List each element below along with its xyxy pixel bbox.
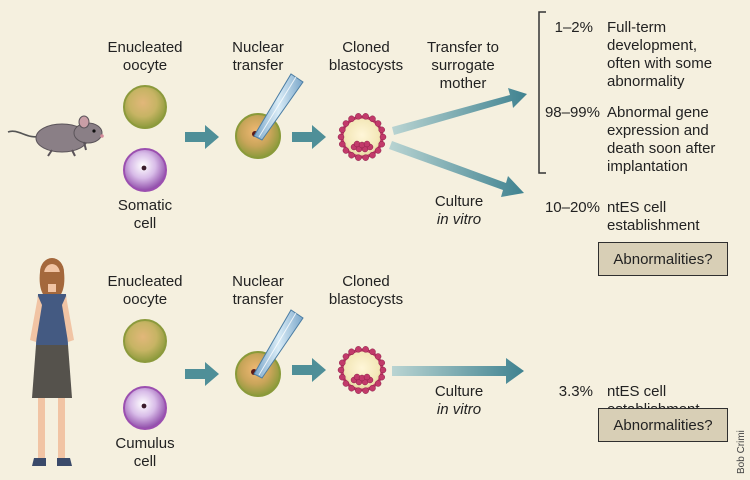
bottom-arrow-to-culture (392, 358, 524, 384)
bottom-abnormalities-box: Abnormalities? (598, 408, 728, 442)
top-arrow-transfer-to-blastocyst (292, 125, 326, 149)
top-abnormalities-box: Abnormalities? (598, 242, 728, 276)
outcome-bracket (538, 11, 546, 174)
blastocyst-cell-dot (374, 147, 382, 154)
blastocyst-cell-dot (348, 151, 355, 159)
blastocyst-cell-dot (348, 348, 355, 356)
top-pipette-icon (253, 73, 304, 141)
blastocyst-cell-dot (374, 120, 382, 127)
blastocyst-cell-dot (379, 366, 387, 374)
artist-credit: Bob Crimi (736, 430, 747, 474)
blastocyst-cell-dot (378, 126, 385, 134)
blastocyst-cell-dot (378, 373, 385, 381)
bottom-blastocyst (337, 346, 387, 394)
top-arrow-to-culture (389, 141, 524, 197)
blastocyst-cell-dot (369, 115, 376, 123)
bottom-culture-text: Culture (434, 383, 484, 400)
blastocyst-cell-dot (362, 346, 369, 353)
blastocyst-cell-dot (374, 380, 382, 387)
blastocyst-cell-dot (342, 147, 350, 154)
woman-icon (30, 258, 74, 466)
blastocyst-cell-dot (378, 140, 385, 148)
blastocyst-cell-dot (348, 384, 355, 392)
blastocyst-cell-dot (342, 120, 350, 127)
blastocyst-cell-dot (339, 140, 346, 148)
blastocyst-cell-dot (369, 151, 376, 159)
blastocyst-cell-dot (369, 384, 376, 392)
blastocyst-cell-dot (339, 373, 346, 381)
blastocyst-cell-dot (337, 366, 345, 374)
blastocyst-cell-dot (362, 387, 369, 394)
blastocyst-cell-dot (374, 353, 382, 360)
blastocyst-cell-dot (378, 359, 385, 367)
top-somatic-cell (123, 148, 167, 192)
blastocyst-cell-dot (339, 126, 346, 134)
blastocyst-cell-dot (339, 359, 346, 367)
blastocyst-cell-dot (369, 348, 376, 356)
blastocyst-cell-dot (355, 346, 362, 353)
blastocyst-cell-dot (379, 133, 387, 141)
bottom-enucleated-oocyte (123, 319, 167, 363)
blastocyst-cell-dot (362, 113, 369, 120)
bottom-cumulus-cell (123, 386, 167, 430)
outcome-pct-ntes-bottom: 3.3% (558, 383, 593, 400)
top-arrow-oocyte-to-transfer (185, 125, 219, 149)
top-enucleated-oocyte (123, 85, 167, 129)
blastocyst-cell-dot (355, 113, 362, 120)
mouse-icon (7, 115, 104, 157)
inner-cell-mass-dot (363, 140, 371, 148)
bottom-pipette-icon (253, 309, 304, 379)
top-arrow-to-surrogate (392, 88, 527, 135)
bottom-arrow-transfer-to-blastocyst (292, 358, 326, 382)
top-blastocyst (337, 113, 387, 161)
bottom-in-vitro-text: in vitro (436, 401, 482, 418)
blastocyst-cell-dot (342, 380, 350, 387)
outcome-pct-ntes-top: 10–20% (544, 199, 600, 216)
blastocyst-cell-dot (355, 154, 362, 161)
blastocyst-cell-dot (337, 133, 345, 141)
blastocyst-cell-dot (348, 115, 355, 123)
outcome-pct-full-term: 1–2% (554, 19, 593, 36)
blastocyst-cell-dot (355, 387, 362, 394)
outcome-pct-abnormal: 98–99% (544, 104, 600, 121)
inner-cell-mass-dot (363, 373, 371, 381)
bottom-arrow-oocyte-to-transfer (185, 362, 219, 386)
top-in-vitro-text: in vitro (436, 211, 482, 228)
top-culture-text: Culture (434, 193, 484, 210)
blastocyst-cell-dot (342, 353, 350, 360)
blastocyst-cell-dot (362, 154, 369, 161)
